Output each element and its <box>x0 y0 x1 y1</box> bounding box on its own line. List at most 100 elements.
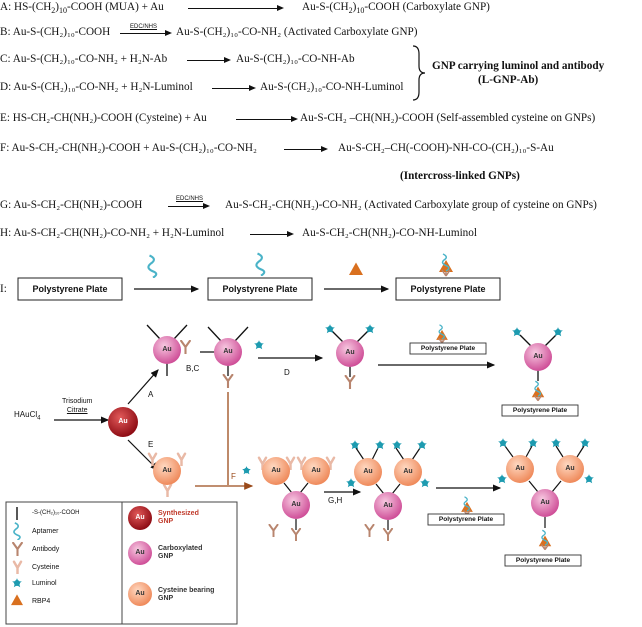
carboxylated-gnp-2 <box>207 326 249 376</box>
aptamer-icon <box>255 252 266 276</box>
plate-i-3 <box>395 277 501 301</box>
intercross-label: (Intercross-linked GNPs) <box>400 170 520 182</box>
reaction-arrow <box>187 56 231 63</box>
reaction-i-label: I: <box>0 283 7 295</box>
step-a-label: A <box>148 390 154 399</box>
reaction-f-right: Au-S-CH₂–CH(-COOH)-NH-CO-(CH₂)₁₀-S-Au <box>338 142 554 154</box>
legend-luminol: Luminol <box>32 580 57 587</box>
luminol-icon <box>392 440 402 450</box>
group-label-2: (L-GNP-Ab) <box>478 74 539 86</box>
plate-box-final-2 <box>504 554 582 567</box>
au-label: Au <box>271 467 281 474</box>
synthesized-gnp <box>108 407 138 437</box>
plate-label-mid: Polystyrene Plate <box>438 516 494 523</box>
captured-complex-icon <box>438 253 454 277</box>
carboxylated-gnp-icon <box>128 541 152 565</box>
reaction-g-left: G: Au-S-CH₂-CH(NH₂)-COOH <box>0 199 143 211</box>
au-label: Au <box>540 499 550 506</box>
au-label: Au <box>223 348 233 355</box>
step-bc-label: B,C <box>186 364 200 373</box>
reaction-arrow <box>236 115 298 122</box>
luminol-icon <box>553 327 563 337</box>
plate-i-2 <box>207 277 313 301</box>
reaction-a: A: HS-(CH2)10-COOH (MUA) + Au <box>0 1 164 16</box>
plate-box-final-1 <box>501 404 579 417</box>
plate-box-mid <box>427 513 505 526</box>
plate-label-final-1: Polystyrene Plate <box>512 407 568 414</box>
captured-complex-icon <box>460 496 474 516</box>
crosslinked-cluster-2 <box>354 447 422 530</box>
reaction-g-right: Au-S-CH₂-CH(NH₂)-CO-NH₂ (Activated Carbo… <box>225 199 597 211</box>
reaction-d-right: Au-S-(CH₂)₁₀-CO-NH-Luminol <box>260 81 404 93</box>
reaction-arrow <box>284 145 328 152</box>
haucl4-label: HAuCl4 <box>14 410 41 422</box>
legend-antibody: Antibody <box>32 546 60 553</box>
au-label: Au <box>135 549 145 556</box>
luminol-icon <box>254 340 264 350</box>
au-label: Au <box>135 590 145 597</box>
carboxylated-gnp-1 <box>146 324 188 376</box>
plate-label-top: Polystyrene Plate <box>420 345 476 352</box>
luminol-icon <box>346 478 356 488</box>
luminol-icon <box>551 438 561 448</box>
crosslinked-cluster-1 <box>257 456 336 530</box>
plate-i-1 <box>17 277 123 301</box>
legend-linker: -S-(CH₂)₁₀-COOH <box>32 510 80 516</box>
legend-cys: Cysteine bearing GNP <box>158 587 215 602</box>
legend-synth: Synthesized GNP <box>158 510 199 525</box>
au-label: Au <box>162 467 172 474</box>
au-label: Au <box>383 502 393 509</box>
legend-rbp4: RBP4 <box>32 598 51 605</box>
reaction-arrow <box>250 230 294 237</box>
synthesized-gnp-icon <box>128 506 152 530</box>
au-label: Au <box>135 514 145 521</box>
cysteine-gnp-icon <box>128 582 152 606</box>
antibody-icon <box>180 340 191 354</box>
plate-label-i-2: Polystyrene Plate <box>222 284 298 294</box>
captured-complex-icon <box>538 529 552 551</box>
reaction-f-left: F: Au-S-CH₂-CH(NH₂)-COOH + Au-S-(CH₂)₁₀-… <box>0 142 257 154</box>
plate-box-top <box>409 342 487 355</box>
reaction-a-product: Au-S-(CH2)10-COOH (Carboxylate GNP) <box>302 1 490 16</box>
l-gnp-ab-1 <box>331 330 369 377</box>
reaction-arrow <box>188 4 284 11</box>
luminol-icon <box>417 440 427 450</box>
antibody-icon <box>222 374 234 388</box>
au-label: Au <box>515 465 525 472</box>
reaction-c-left: C: Au-S-(CH₂)₁₀-CO-NH₂ + H₂N-Ab <box>0 53 168 65</box>
au-label: Au <box>533 353 543 360</box>
reaction-arrow <box>212 84 256 91</box>
luminol-icon <box>242 466 251 475</box>
reaction-d-left: D: Au-S-(CH₂)₁₀-CO-NH₂ + H₂N-Luminol <box>0 81 193 93</box>
reaction-b-right: Au-S-(CH₂)₁₀-CO-NH₂ (Activated Carboxyla… <box>176 26 418 38</box>
plate-label-i-1: Polystyrene Plate <box>32 284 108 294</box>
reaction-arrow <box>120 29 172 36</box>
au-label: Au <box>311 467 321 474</box>
antibody-icon <box>364 524 375 537</box>
au-label: Au <box>345 349 355 356</box>
plate-label-final-2: Polystyrene Plate <box>515 557 571 564</box>
reaction-e-left: E: HS-CH₂-CH(NH₂)-COOH (Cysteine) + Au <box>0 112 207 124</box>
luminol-icon <box>580 438 590 448</box>
step-e-label: E <box>148 440 154 449</box>
luminol-icon <box>528 438 538 448</box>
au-label: Au <box>162 346 172 353</box>
aptamer-icon <box>147 254 158 278</box>
legend-aptamer: Aptamer <box>32 528 59 535</box>
au-label: Au <box>118 418 128 425</box>
reaction-c-right: Au-S-(CH₂)₁₀-CO-NH-Ab <box>236 53 355 65</box>
crosslinked-cluster-final <box>504 445 585 528</box>
trisodium-label: Trisodium Citrate <box>62 398 93 414</box>
antibody-icon <box>268 524 279 537</box>
reaction-e-right: Au-S-CH₂ –CH(NH₂)-COOH (Self-assembled c… <box>300 112 596 124</box>
au-label: Au <box>403 468 413 475</box>
captured-complex-icon <box>435 324 449 344</box>
legend-cysteine: Cysteine <box>32 564 60 571</box>
luminol-icon <box>584 474 594 484</box>
luminol-icon <box>497 474 507 484</box>
plate-label-i-3: Polystyrene Plate <box>410 284 486 294</box>
edc-nhs-label-2: EDC/NHS <box>176 196 204 202</box>
luminol-icon <box>350 440 360 450</box>
step-d-label: D <box>284 368 290 377</box>
group-brace <box>412 45 426 101</box>
